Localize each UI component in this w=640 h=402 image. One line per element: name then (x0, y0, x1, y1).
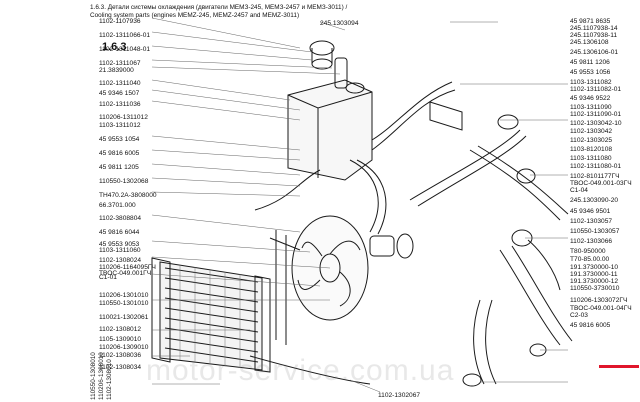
part-label-left-10: 1103-1311012 (99, 122, 141, 129)
part-label-right-9: 1102-1311082-01 (570, 86, 622, 93)
radiator-drawing (151, 257, 271, 373)
part-label-right-19: 1102-8101177ГЧ (570, 173, 620, 180)
title-ru: 1.6.3. Детали системы охлаждения (двигат… (90, 4, 348, 11)
expansion-tank-drawing (287, 40, 373, 181)
highlight-underline (599, 365, 639, 368)
part-label-left-21: 1102-1308024 (99, 257, 142, 264)
part-label-right-29: 191.3730000-10 (570, 264, 619, 271)
part-label-right-34: ТВОС-049.001-04ГЧ (570, 305, 632, 312)
part-label-right-25: 110550-1303057 (570, 228, 620, 235)
part-label-right-12: 1102-1311090-01 (570, 111, 622, 118)
part-label-right-6: 45 9811 1206 (570, 59, 610, 66)
part-label-top: 245.1303094 (320, 20, 359, 27)
part-label-left-4: 1102-1311067 (99, 60, 141, 67)
part-label-right-30: 191.3730000-11 (570, 271, 618, 278)
leader-lines (151, 17, 568, 393)
section-number: 1.6.3 (102, 41, 127, 53)
part-label-right-35: С2-03 (570, 312, 588, 319)
part-label-left-13: 45 9811 1205 (99, 164, 139, 171)
part-label-right-18: 1102-1311080-01 (570, 163, 622, 170)
part-label-right-21: С1-04 (570, 187, 588, 194)
part-label-right-32: 110550-3730010 (570, 285, 620, 292)
part-label-left-20: 1103-1311060 (99, 247, 141, 254)
part-label-right-24: 1102-1303057 (570, 218, 613, 225)
part-label-bottom: 1102-1302067 (378, 392, 421, 399)
title-en: Cooling system parts (engines MEMZ-245, … (90, 12, 300, 19)
part-label-left-24: С1-01 (99, 274, 117, 281)
part-label-left-30: 110206-1309010 (99, 344, 149, 351)
part-label-left-5: 21.3839000 (99, 67, 134, 74)
part-label-left-26: 110550-1301010 (99, 300, 149, 307)
part-label-right-26: 1102-1303066 (570, 238, 613, 245)
part-label-right-7: 45 9553 1056 (570, 69, 611, 76)
part-label-right-17: 1103-1311080 (570, 155, 612, 162)
part-label-left-2: 1102-1311066-01 (99, 32, 151, 39)
part-label-right-13: 1102-1303042-10 (570, 120, 622, 127)
part-label-right-8: 1103-1311082 (570, 79, 612, 86)
part-label-right-11: 1103-1311090 (570, 104, 612, 111)
part-label-vertical-3: 1102-1308010 (106, 359, 113, 400)
part-label-left-8: 1102-1311036 (99, 101, 141, 108)
part-label-left-9: 110206-1311012 (99, 114, 148, 121)
part-label-left-32: 1102-1308034 (99, 364, 142, 371)
part-label-left-27: 110021-1302061 (99, 314, 149, 321)
part-label-left-29: 1105-1309010 (99, 336, 142, 343)
part-label-right-1: 45 9871 8635 (570, 18, 611, 25)
part-label-right-16: 1103-8120108 (570, 146, 613, 153)
part-label-left-19: 45 9553 9053 (99, 241, 140, 248)
part-label-right-5: 245.1306106-01 (570, 49, 619, 56)
part-label-left-23: ТВОС-049.001ГЧ (99, 270, 152, 277)
part-label-left-18: 45 9816 6044 (99, 229, 140, 236)
part-label-left-3: 1102-1311048-01 (99, 46, 151, 53)
part-label-left-1: 1102-1107936 (99, 18, 141, 25)
part-label-right-22: 245.1303090-20 (570, 197, 619, 204)
part-label-left-11: 45 9553 1054 (99, 136, 140, 143)
part-label-right-27: Т80-950000 (570, 248, 606, 255)
part-label-vertical-1: 110550-1308010 (90, 352, 97, 400)
part-label-left-14: 110550-1302068 (99, 178, 149, 185)
part-label-left-22: 110206-1164095ГЧ (99, 264, 156, 271)
part-label-left-6: 1102-1311040 (99, 80, 141, 87)
hoses-drawing (249, 81, 573, 387)
part-label-right-28: Т70-85.00.00 (570, 256, 610, 263)
part-label-right-23: 45 9346 9501 (570, 208, 611, 215)
fan-drawing (291, 215, 414, 321)
watermark: motor-service.com.ua (146, 354, 455, 387)
part-label-right-15: 1102-1303025 (570, 137, 613, 144)
part-label-right-33: 110206-1303072ГЧ (570, 297, 628, 304)
part-label-vertical-2: 110206-1308010 (98, 352, 105, 400)
part-label-right-2: 245.1107938-14 (570, 25, 618, 32)
part-label-left-16: 66.3701.000 (99, 202, 136, 209)
part-label-right-10: 45 9346 9522 (570, 95, 611, 102)
part-label-right-4: 245.1306108 (570, 39, 609, 46)
part-label-right-3: 245.1107938-11 (570, 32, 618, 39)
part-label-left-28: 1102-1308012 (99, 326, 142, 333)
part-label-left-12: 45 9816 6005 (99, 150, 140, 157)
part-label-left-7: 45 9346 1507 (99, 90, 140, 97)
part-label-right-14: 1102-1303042 (570, 128, 613, 135)
part-label-right-31: 191.3730000-12 (570, 278, 619, 285)
part-label-left-25: 110206-1301010 (99, 292, 149, 299)
part-label-left-17: 1102-3808804 (99, 215, 142, 222)
part-label-left-15: ТН470.2А-3808000 (99, 192, 157, 199)
part-label-right-36: 45 9816 6005 (570, 322, 611, 329)
part-label-left-31: 1102-1308036 (99, 352, 142, 359)
part-label-right-20: ТВОС-049.001-03ГЧ (570, 180, 632, 187)
